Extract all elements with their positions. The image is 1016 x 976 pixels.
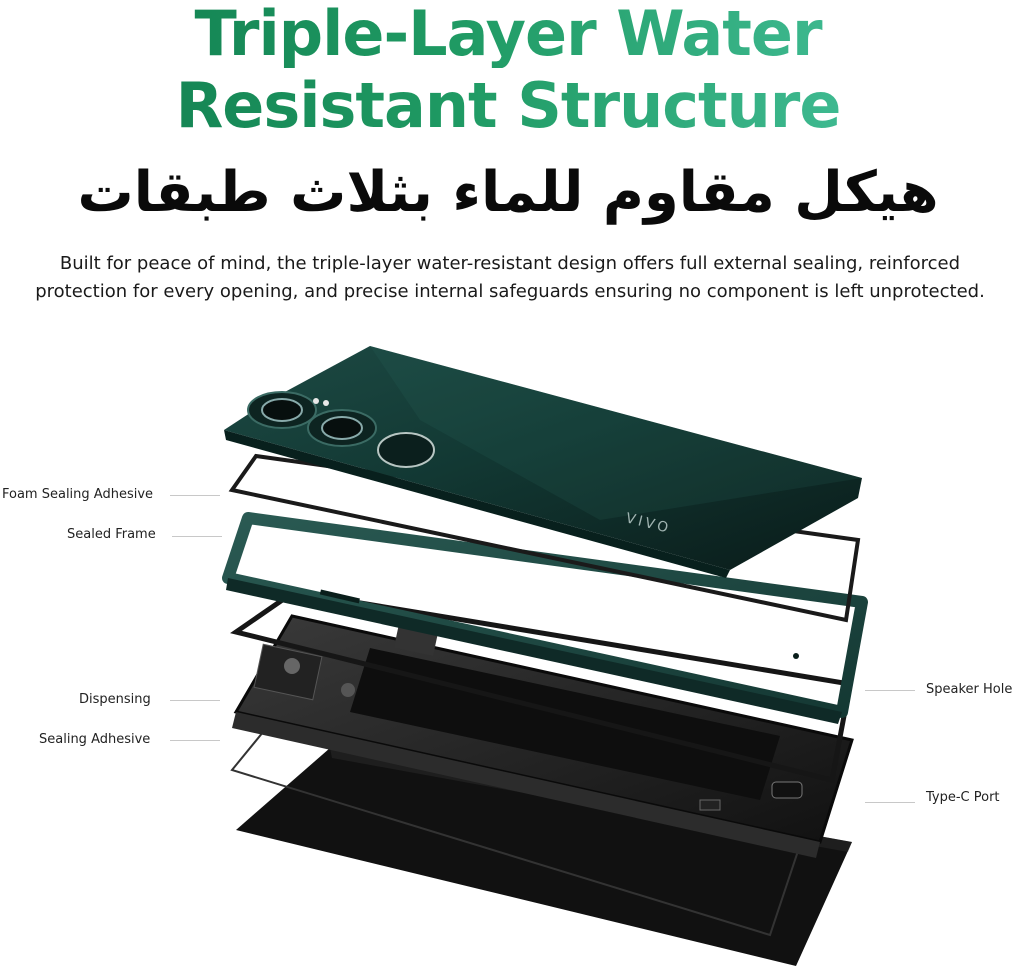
leader-foam-sealing-adhesive bbox=[170, 495, 220, 496]
leader-speaker-hole bbox=[865, 690, 915, 691]
headline-line-2: Resistant Structure bbox=[0, 72, 1016, 140]
label-speaker-hole: Speaker Hole bbox=[926, 682, 1013, 697]
back-cover: VIVO bbox=[224, 346, 862, 578]
leader-sealing-adhesive bbox=[170, 740, 220, 741]
headline-line-1: Triple-Layer Water bbox=[0, 0, 1016, 68]
label-dispensing: Dispensing bbox=[79, 692, 151, 707]
description-line-2: protection for every opening, and precis… bbox=[35, 281, 985, 302]
leader-type-c-port bbox=[865, 802, 915, 803]
label-sealing-adhesive: Sealing Adhesive bbox=[39, 732, 151, 747]
description-line-1: Built for peace of mind, the triple-laye… bbox=[59, 253, 961, 274]
leader-dispensing bbox=[170, 700, 220, 701]
label-type-c-port: Type-C Port bbox=[926, 790, 1000, 805]
arabic-headline: هيكل مقاوم للماء بثلاث طبقات bbox=[77, 160, 939, 225]
label-sealed-frame: Sealed Frame bbox=[67, 527, 156, 542]
inner-adhesive-frame bbox=[230, 589, 853, 784]
camera-module bbox=[247, 391, 435, 468]
description: Built for peace of mind, the triple-laye… bbox=[30, 250, 990, 306]
leader-sealed-frame bbox=[172, 536, 222, 537]
sealed-frame bbox=[222, 512, 868, 724]
label-foam-sealing-adhesive: Foam Sealing Adhesive bbox=[2, 487, 154, 502]
